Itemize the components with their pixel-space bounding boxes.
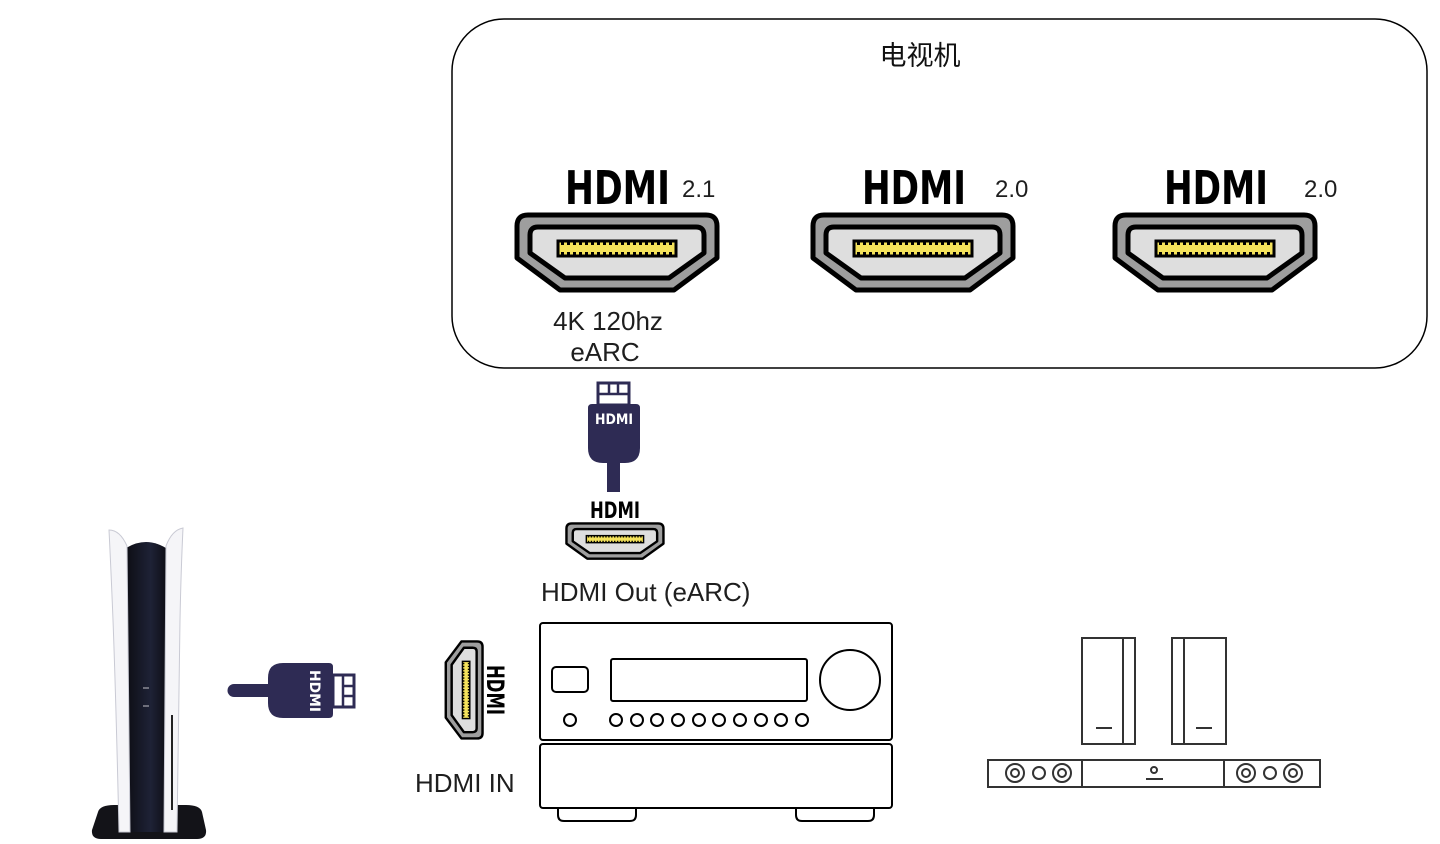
receiver-button xyxy=(630,713,644,727)
soundbar-tweeter xyxy=(1032,766,1046,780)
hdmi-port-icon xyxy=(517,215,717,290)
receiver-button xyxy=(754,713,768,727)
hdmi-plug-icon: HDMI xyxy=(588,381,640,492)
plug-logo: HDMI xyxy=(306,670,322,712)
hdmi-version-label: 2.0 xyxy=(995,176,1028,203)
receiver-button xyxy=(650,713,664,727)
plug-cable xyxy=(607,455,620,492)
receiver-button xyxy=(671,713,685,727)
port-feature-earc: eARC xyxy=(570,337,639,367)
console-core xyxy=(123,542,169,832)
soundbar-tweeter xyxy=(1263,766,1277,780)
receiver-button-row xyxy=(609,713,809,727)
receiver-button xyxy=(774,713,788,727)
tv-hdmi-port-1: HDMI 2.1 4K 120hz eARC xyxy=(517,161,717,367)
tv-title: 电视机 xyxy=(880,41,961,72)
console-left-shell xyxy=(108,529,131,833)
soundbar-woofer xyxy=(1052,763,1072,783)
hdmi-port-icon xyxy=(565,522,665,560)
hdmi-version-label: 2.1 xyxy=(682,176,715,203)
receiver-button xyxy=(692,713,706,727)
tv-frame xyxy=(451,18,1428,369)
receiver-top-unit xyxy=(539,622,893,741)
hdmi-port-icon xyxy=(813,215,1013,290)
plug-tip xyxy=(596,381,631,407)
receiver-button xyxy=(733,713,747,727)
soundbar-indicator xyxy=(1150,766,1158,774)
power-button xyxy=(563,713,577,727)
game-console-icon xyxy=(91,527,207,839)
hdmi-plug-icon: HDMI xyxy=(227,663,356,718)
av-receiver-icon xyxy=(539,622,893,822)
plug-tip xyxy=(331,673,356,709)
receiver-hdmi-in-port: HDMI HDMI IN xyxy=(415,640,515,798)
soundbar-woofer xyxy=(1236,763,1256,783)
tower-speaker-left xyxy=(1081,637,1136,745)
tv-hdmi-port-3: HDMI 2.0 xyxy=(1115,161,1337,290)
plug-body xyxy=(588,404,640,463)
receiver-button xyxy=(795,713,809,727)
hdmi-logo: HDMI xyxy=(590,499,640,524)
receiver-hdmi-out-port: HDMI HDMI Out (eARC) xyxy=(541,499,750,607)
receiver-display xyxy=(610,658,808,702)
volume-knob xyxy=(819,649,881,711)
plug-logo: HDMI xyxy=(595,412,633,428)
tv-hdmi-port-2: HDMI 2.0 xyxy=(813,161,1028,290)
hdmi-out-label: HDMI Out (eARC) xyxy=(541,577,750,607)
receiver-button xyxy=(609,713,623,727)
tv-panel: 电视机 HDMI 2.1 4K 120hz eARC HDMI 2.0 HDMI… xyxy=(451,18,1428,369)
console-right-shell xyxy=(163,527,184,833)
hdmi-logo: HDMI xyxy=(1164,161,1268,215)
hdmi-in-label: HDMI IN xyxy=(415,768,515,798)
soundbar-woofer xyxy=(1283,763,1303,783)
tower-speaker-right xyxy=(1171,637,1227,745)
receiver-input-button xyxy=(551,666,589,693)
hdmi-port-icon xyxy=(444,640,484,740)
plug-body xyxy=(268,663,333,718)
receiver-foot-right xyxy=(795,808,875,822)
soundbar xyxy=(987,759,1321,788)
receiver-button xyxy=(712,713,726,727)
port-feature-resolution: 4K 120hz xyxy=(553,306,663,336)
speaker-system-icon xyxy=(987,637,1321,788)
hdmi-logo: HDMI xyxy=(565,161,670,215)
hdmi-version-label: 2.0 xyxy=(1304,176,1337,203)
receiver-foot-left xyxy=(557,808,637,822)
receiver-bottom-unit xyxy=(539,743,893,809)
hdmi-logo: HDMI xyxy=(481,665,509,715)
hdmi-logo: HDMI xyxy=(862,161,966,215)
soundbar-woofer xyxy=(1005,763,1025,783)
hdmi-port-icon xyxy=(1115,215,1315,290)
